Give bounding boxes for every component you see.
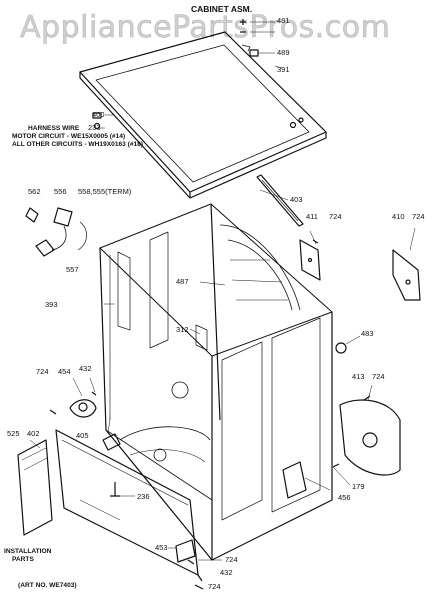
part-label: 724 — [208, 582, 221, 591]
part-label: 410 — [392, 212, 405, 221]
part-label: 724 — [36, 367, 49, 376]
top-screws — [92, 19, 283, 130]
part-label: 454 — [58, 367, 71, 376]
part-label: 393 — [45, 300, 58, 309]
part-label: 556 — [54, 187, 67, 196]
rear-side-panel — [392, 249, 421, 301]
leader-lines — [29, 189, 416, 561]
part-label: 724 — [372, 372, 385, 381]
misc-parts — [49, 239, 371, 590]
top-cover — [79, 31, 327, 199]
art-number: (ART NO. WE7403) — [18, 582, 77, 589]
harness-parts — [25, 207, 87, 257]
part-label: 724 — [329, 212, 342, 221]
part-label: 483 — [361, 329, 374, 338]
part-label: 413 — [352, 372, 365, 381]
part-label: 391 — [277, 65, 290, 74]
part-label: 432 — [79, 364, 92, 373]
part-label: 562 — [28, 187, 41, 196]
installation-label-line2: PARTS — [12, 556, 34, 563]
harness-heading: HARNESS WIRE — [28, 125, 80, 132]
part-label: 402 — [27, 429, 40, 438]
part-label: 312 — [176, 325, 189, 334]
cabinet-body — [99, 203, 333, 561]
top-bracket — [256, 174, 304, 227]
part-label: 489 — [277, 48, 290, 57]
part-label: 724 — [412, 212, 425, 221]
part-label: 411 — [306, 212, 318, 221]
part-label: 453 — [155, 543, 168, 552]
part-label: 557 — [66, 265, 79, 274]
harness-other-circuits: ALL OTHER CIRCUITS - WH19X0163 (#18) — [12, 141, 144, 148]
side-bracket — [299, 239, 321, 281]
installation-label-line1: INSTALLATION — [4, 548, 52, 555]
diagram-title: CABINET ASM. — [191, 4, 253, 14]
part-label: 403 — [290, 195, 303, 204]
part-label: 400 — [92, 110, 105, 119]
part-label: 456 — [338, 493, 351, 502]
part-label: 481 — [277, 16, 290, 25]
watermark: AppliancePartsPros.com — [20, 10, 391, 46]
part-label: 558,555(TERM) — [78, 187, 132, 196]
installation-parts-bag — [17, 439, 53, 536]
part-label: 487 — [176, 277, 189, 286]
part-label: 405 — [76, 431, 89, 440]
part-label: 724 — [225, 555, 238, 564]
part-label: 432 — [220, 568, 233, 577]
part-label: 236 — [137, 492, 150, 501]
rear-duct — [339, 399, 401, 476]
harness-motor-circuit: MOTOR CIRCUIT - WE15X0005 (#14) — [12, 133, 126, 140]
part-label: 525 — [7, 429, 20, 438]
part-label: 179 — [352, 482, 365, 491]
part-label: 233 — [88, 123, 101, 132]
